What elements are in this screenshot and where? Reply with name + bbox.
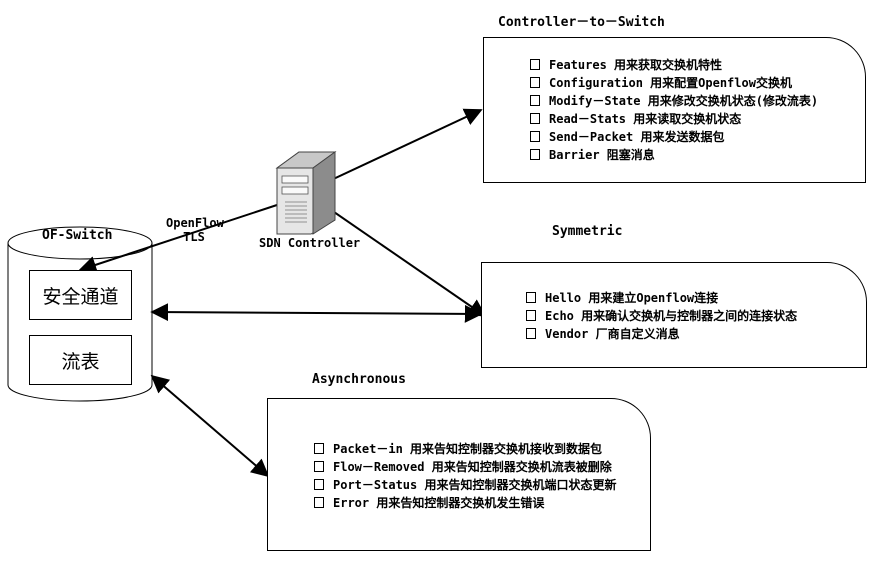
sdn-controller-label: SDN Controller [259, 236, 361, 250]
checkbox-icon [530, 113, 540, 124]
checkbox-icon [530, 131, 540, 142]
controller-to-switch-box: Features 用来获取交换机特性 Configuration 用来配置Ope… [483, 37, 866, 183]
of-switch-title: OF-Switch [42, 228, 113, 243]
checkbox-icon [530, 77, 540, 88]
list-item: Echo 用来确认交换机与控制器之间的连接状态 [526, 307, 797, 325]
checkbox-icon [314, 497, 324, 508]
openflow-label: OpenFlow [166, 216, 224, 230]
checkbox-icon [526, 292, 536, 303]
controller-to-switch-list: Features 用来获取交换机特性 Configuration 用来配置Ope… [530, 56, 818, 164]
checkbox-icon [530, 149, 540, 160]
controller-to-switch-title: Controller－to－Switch [498, 15, 665, 30]
checkbox-icon [526, 328, 536, 339]
list-item: Configuration 用来配置Openflow交换机 [530, 74, 818, 92]
asynchronous-list: Packet－in 用来告知控制器交换机接收到数据包 Flow－Removed … [314, 440, 616, 512]
openflow-tls-label: OpenFlow TLS [166, 216, 224, 244]
tls-label: TLS [183, 230, 205, 244]
checkbox-icon [314, 479, 324, 490]
arrow-switch-to-asynchronous [150, 374, 270, 478]
asynchronous-title: Asynchronous [312, 372, 406, 387]
asynchronous-box: Packet－in 用来告知控制器交换机接收到数据包 Flow－Removed … [267, 398, 651, 551]
secure-channel-box: 安全通道 [29, 270, 132, 320]
checkbox-icon [314, 461, 324, 472]
checkbox-icon [530, 59, 540, 70]
list-item: Features 用来获取交换机特性 [530, 56, 818, 74]
server-icon [275, 151, 337, 235]
checkbox-icon [530, 95, 540, 106]
flow-table-box: 流表 [29, 335, 132, 385]
symmetric-box: Hello 用来建立Openflow连接 Echo 用来确认交换机与控制器之间的… [481, 262, 867, 368]
symmetric-list: Hello 用来建立Openflow连接 Echo 用来确认交换机与控制器之间的… [526, 289, 797, 343]
list-item: Flow－Removed 用来告知控制器交换机流表被删除 [314, 458, 616, 476]
arrow-openflow-tls [78, 203, 281, 274]
list-item: Read－Stats 用来读取交换机状态 [530, 110, 818, 128]
list-item: Modify－State 用来修改交换机状态(修改流表) [530, 92, 818, 110]
list-item: Packet－in 用来告知控制器交换机接收到数据包 [314, 440, 616, 458]
list-item: Send－Packet 用来发送数据包 [530, 128, 818, 146]
list-item: Vendor 厂商自定义消息 [526, 325, 797, 343]
list-item: Barrier 阻塞消息 [530, 146, 818, 164]
list-item: Error 用来告知控制器交换机发生错误 [314, 494, 616, 512]
checkbox-icon [526, 310, 536, 321]
arrow-switch-to-symmetric [150, 303, 483, 323]
list-item: Hello 用来建立Openflow连接 [526, 289, 797, 307]
checkbox-icon [314, 443, 324, 454]
list-item: Port－Status 用来告知控制器交换机端口状态更新 [314, 476, 616, 494]
symmetric-title: Symmetric [552, 224, 623, 239]
